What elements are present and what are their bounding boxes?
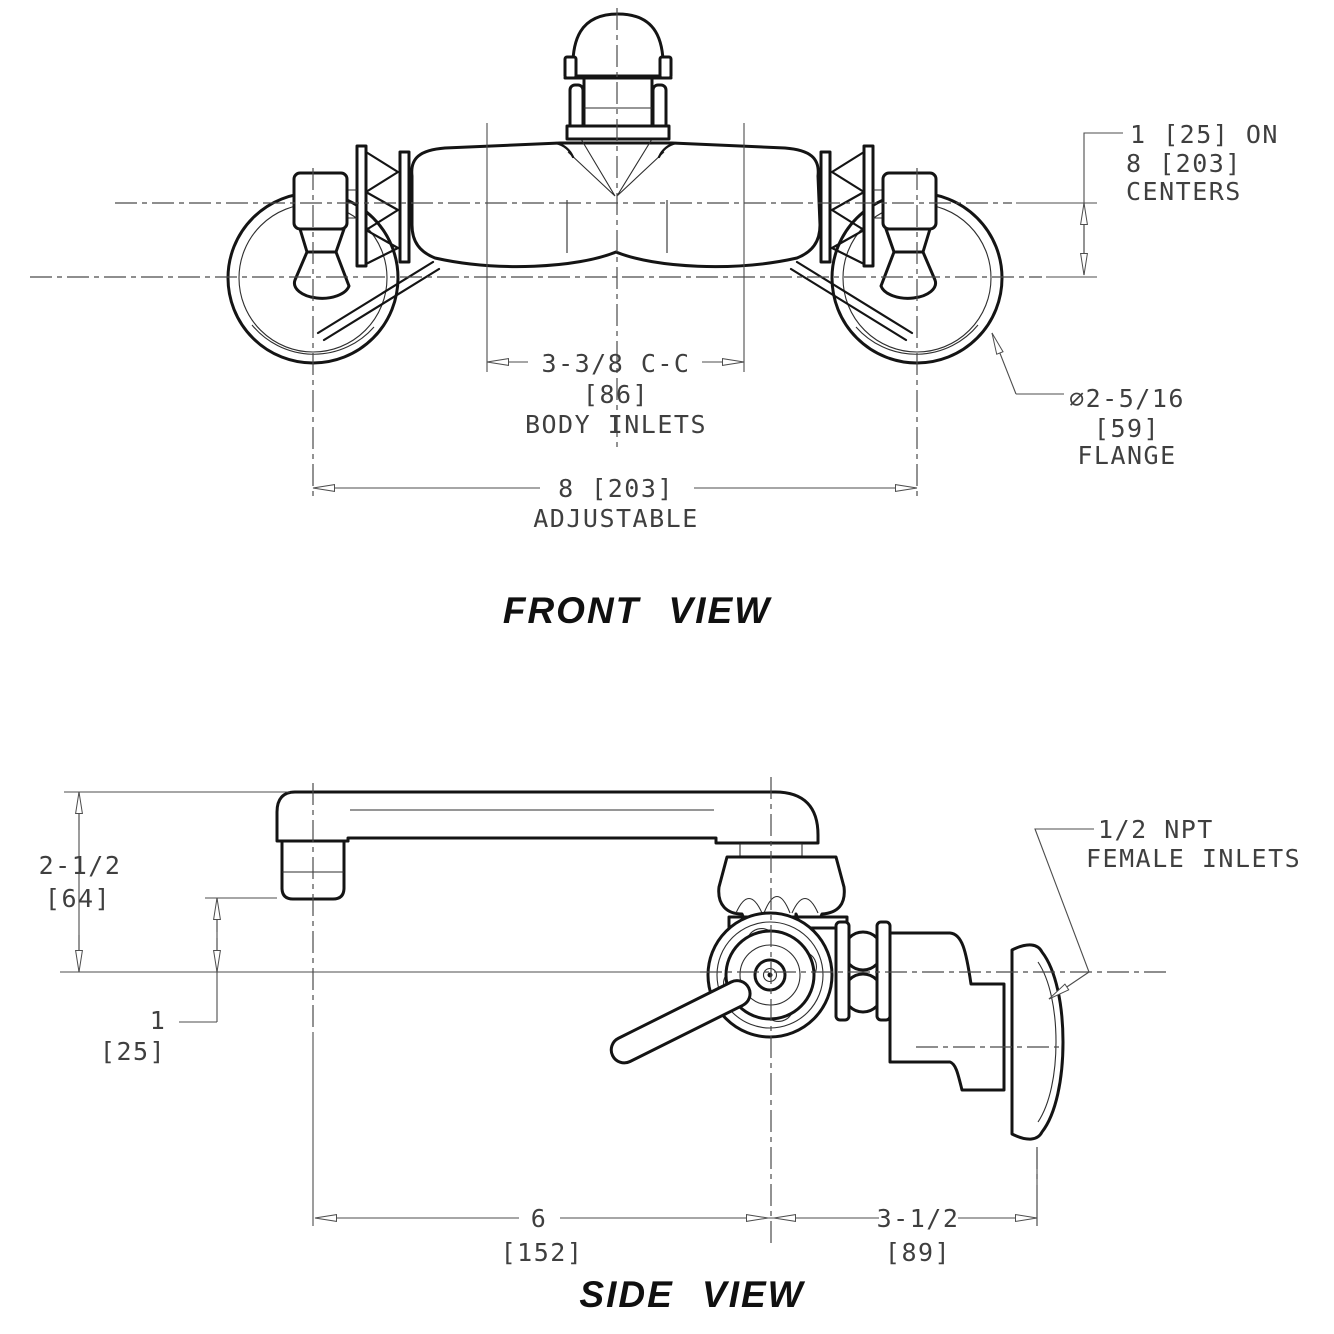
dome-left-tab <box>563 55 578 80</box>
reach-dim-label-line2: [152] <box>501 1238 584 1267</box>
offset-dim-label-line1: 1 <box>150 1006 167 1035</box>
dome-right-tab <box>658 55 673 80</box>
union-plate-left <box>834 920 851 1022</box>
elbow-body <box>888 931 1006 1092</box>
wall-escutcheon-flange <box>1010 943 1065 1141</box>
nut-face <box>584 78 652 126</box>
npt-label-line1: 1/2 NPT <box>1098 815 1214 844</box>
union-coupling <box>834 920 892 1022</box>
offset-dim-label-line2: [25] <box>100 1037 166 1066</box>
cc-dim-label-line2: [86] <box>583 380 649 409</box>
flange-dim-label-line2: [59] <box>1094 414 1160 443</box>
swivel-nut-scallops <box>735 895 819 914</box>
body-bore-lines <box>566 200 668 253</box>
front-body-inlets-dimension: 3-3/8 C-C [86] BODY INLETS <box>486 123 745 439</box>
outlet-band <box>565 124 671 141</box>
valve-hub <box>706 911 834 1039</box>
side-npt-label: 1/2 NPT FEMALE INLETS <box>1034 815 1301 1000</box>
cc-dim-label-line3: BODY INLETS <box>525 410 707 439</box>
union-plate-right <box>875 920 892 1022</box>
adj-dim-label-line2: ADJUSTABLE <box>533 504 699 533</box>
npt-leader-line <box>1034 828 1094 973</box>
handle-neck <box>298 227 346 254</box>
flange-dim-label-line1: ∅2-5/16 <box>1069 384 1185 413</box>
outlet-funnel-lines <box>567 138 665 197</box>
front-left-flange-assembly <box>226 144 441 365</box>
side-handle-lever <box>609 979 752 1065</box>
top-outlet <box>554 12 678 197</box>
side-offset-dimension: 1 [25] <box>100 897 277 1066</box>
side-view-drawing: 2-1/2 [64] 1 [25] 1/2 NPT FEMALE INLETS <box>39 777 1301 1315</box>
faucet-body <box>410 141 822 269</box>
outlet-funnel-corners <box>554 141 678 159</box>
side-bottom-dimensions: 6 [152] 3-1/2 [89] <box>314 1150 1038 1267</box>
nut-left-tab <box>568 83 585 132</box>
centers-dim-label-line1: 1 [25] ON <box>1130 120 1279 149</box>
handle-lever <box>292 250 351 300</box>
front-right-flange-assembly <box>789 144 1004 365</box>
flange-dim-label-line3: FLANGE <box>1077 441 1176 470</box>
nut-right-tab <box>651 83 668 132</box>
height-dim-label-line1: 2-1/2 <box>39 851 122 880</box>
npt-label-line2: FEMALE INLETS <box>1086 844 1301 873</box>
centers-dim-label-line2: 8 [203] <box>1126 149 1242 178</box>
front-adjustable-dimension: 8 [203] ADJUSTABLE <box>312 474 918 533</box>
front-view-title: FRONT VIEW <box>503 590 772 631</box>
side-height-dimension: 2-1/2 [64] <box>39 791 290 973</box>
height-dim-label-line2: [64] <box>45 884 111 913</box>
reach-dim-label-line1: 6 <box>531 1204 548 1233</box>
depth-dim-label-line2: [89] <box>885 1238 951 1267</box>
front-centerlines <box>30 8 1097 500</box>
cc-dim-label-line1: 3-3/8 C-C <box>542 349 691 378</box>
adapter-stub <box>347 189 357 219</box>
side-view-title: SIDE VIEW <box>579 1274 805 1315</box>
centers-dim-label-line3: CENTERS <box>1126 177 1242 206</box>
depth-dim-label-line1: 3-1/2 <box>877 1204 960 1233</box>
centers-dim-leader <box>1083 132 1123 275</box>
coupling-nut <box>355 144 411 268</box>
cc-extension-lines <box>486 123 745 372</box>
flange-face-inner-arc <box>1037 961 1057 1123</box>
front-centers-dimension: 1 [25] ON 8 [203] CENTERS <box>1080 120 1279 276</box>
supply-tube <box>316 260 441 342</box>
adj-dim-label-line1: 8 [203] <box>558 474 674 503</box>
npt-leader-arrow <box>1048 971 1090 1000</box>
spout <box>275 790 820 845</box>
front-flange-dimension: ∅2-5/16 [59] FLANGE <box>991 332 1185 470</box>
dome-cap <box>571 12 665 78</box>
flange-leader-arrow <box>991 332 1017 395</box>
side-centerlines <box>60 777 1170 1243</box>
handle-hex-adapter <box>292 171 349 231</box>
front-view-drawing: 1 [25] ON 8 [203] CENTERS 3-3/8 C-C [86]… <box>30 8 1279 631</box>
